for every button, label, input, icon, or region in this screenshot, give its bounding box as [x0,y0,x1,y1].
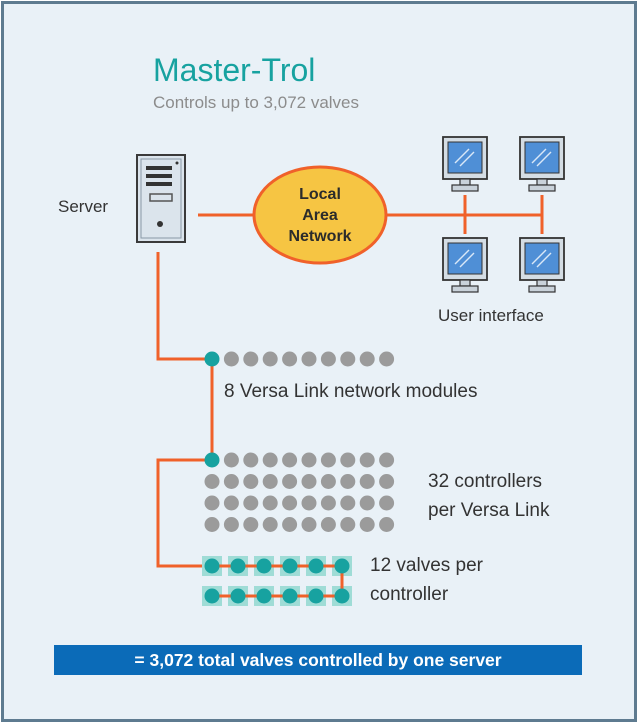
controller-dot [204,495,220,511]
valve-dot [256,558,272,574]
controller-dot [320,474,336,489]
valve-dot [230,558,246,574]
controller-dot [320,452,336,468]
controller-dot [223,474,239,489]
valve-dot [256,588,272,604]
diagram-title: Master-Trol [153,52,316,88]
controller-dot [301,474,317,489]
controller-dot [340,517,356,532]
valve-dot [334,588,350,604]
controller-dot [204,517,220,532]
controller-dot [243,517,259,532]
valve-dot [230,588,246,604]
versalink-dot [262,351,278,367]
controller-dot [282,452,298,468]
controller-dot [379,495,395,511]
active-controller-dot [204,452,220,468]
monitor-icon [519,237,565,293]
versalink-dot [320,351,336,367]
valves-label-line-1: 12 valves per [370,555,484,576]
versalink-dot [243,351,259,367]
summary-banner: = 3,072 total valves controlled by one s… [54,645,582,675]
valve-dot [308,558,324,574]
controller-dot [340,474,356,489]
controller-dot [243,452,259,468]
versalink-label: 8 Versa Link network modules [224,381,478,402]
valve-dot [282,558,298,574]
diagram-subtitle: Controls up to 3,072 valves [153,93,360,112]
controller-dot [301,452,317,468]
valve-dot [204,558,220,574]
lan-line-3: Network [288,228,351,245]
lan-line-1: Local [299,186,341,203]
versalink-dot [301,351,317,367]
lan-line-2: Area [302,207,338,224]
controller-dot [223,495,239,511]
controller-dot [243,474,259,489]
controller-dot [282,474,298,489]
lan-ellipse: Local Area Network [252,165,388,265]
controller-to-valves-line [156,458,212,568]
controller-dot [359,474,375,489]
controller-dot [340,452,356,468]
controller-dot [359,452,375,468]
versalink-dot [282,351,298,367]
versalink-dot [223,351,239,367]
monitor-icon [442,136,488,192]
controllers-label-line-1: 32 controllers [428,471,543,492]
controller-dot [223,517,239,532]
active-versalink-dot [204,351,220,367]
controller-dot [262,495,278,511]
versalink-dot [379,351,395,367]
valve-chain [202,556,352,606]
valve-dot [308,588,324,604]
server-label: Server [58,197,109,216]
valves-label-line-2: controller [370,584,449,605]
monitor-icon [519,136,565,192]
server-icon [136,154,186,243]
versalink-modules [204,351,395,367]
controller-dot [301,517,317,532]
controller-dot [262,452,278,468]
server-to-versalink-line [156,252,212,361]
controller-dot [320,495,336,511]
controller-dot [379,452,395,468]
controllers-label: 32 controllers per Versa Link [428,467,549,525]
controller-dot [262,517,278,532]
controller-dot [320,517,336,532]
controller-dot [359,495,375,511]
controllers-label-line-2: per Versa Link [428,500,550,521]
valve-dot [204,588,220,604]
controller-dot [262,474,278,489]
valves-label: 12 valves per controller [370,551,483,609]
monitor-icon [442,237,488,293]
controller-grid [204,452,395,532]
controller-dot [282,517,298,532]
connection-lines [156,195,544,568]
valve-dot [334,558,350,574]
controller-dot [340,495,356,511]
versalink-dot [340,351,356,367]
controller-dot [379,474,395,489]
controller-dot [243,495,259,511]
controller-dot [223,452,239,468]
controller-dot [379,517,395,532]
versalink-dot [359,351,375,367]
user-interface-label: User interface [438,306,544,325]
valve-chain-line [212,564,344,598]
controller-dot [301,495,317,511]
controller-dot [204,474,220,489]
valve-dot [282,588,298,604]
controller-dot [359,517,375,532]
controller-dot [282,495,298,511]
